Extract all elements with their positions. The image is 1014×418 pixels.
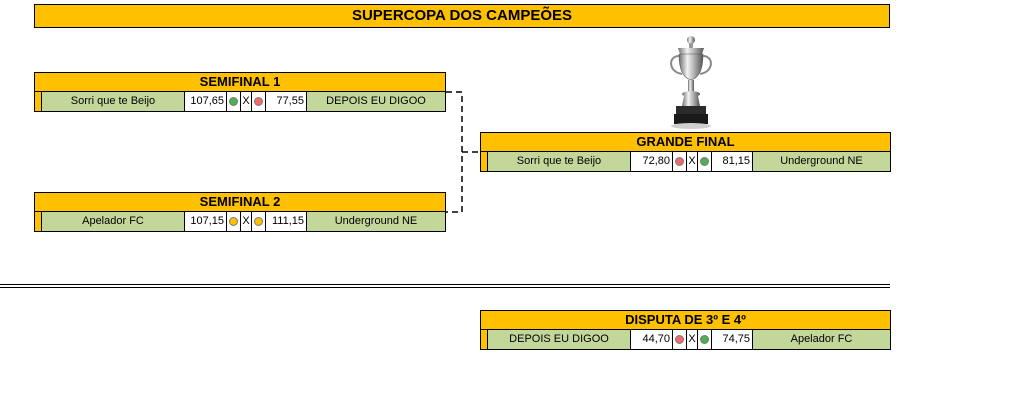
semifinal-1-home-score: 107,65 [185,92,227,111]
semifinal-1-away-status [252,92,265,111]
final-card: GRANDE FINAL Sorri que te Beijo 72,80 X … [480,132,891,172]
win-indicator-icon [700,335,709,344]
win-indicator-icon [700,157,709,166]
bracket-connector [446,91,482,213]
semifinal-1-away-team[interactable]: DEPOIS EU DIGOO [307,92,445,111]
final-home-score: 72,80 [631,152,673,171]
semifinal-2-away-team[interactable]: Underground NE [307,212,445,231]
third-place-versus: X [686,330,698,349]
semifinal-2-header: SEMIFINAL 2 [34,192,446,212]
third-place-away-score: 74,75 [711,330,753,349]
row-marker [35,212,42,231]
final-home-status [673,152,686,171]
draw-indicator-icon [254,217,263,226]
lose-indicator-icon [675,157,684,166]
semifinal-2-row: Apelador FC 107,15 X 111,15 Underground … [34,212,446,232]
semifinal-2-away-score: 111,15 [265,212,307,231]
section-divider-top [0,284,890,285]
third-place-away-team[interactable]: Apelador FC [753,330,890,349]
semifinal-2-home-score: 107,15 [185,212,227,231]
third-place-away-status [698,330,711,349]
draw-indicator-icon [229,217,238,226]
third-place-header: DISPUTA DE 3º E 4º [480,310,891,330]
semifinal-1-away-score: 77,55 [265,92,307,111]
final-away-score: 81,15 [711,152,753,171]
semifinal-2-home-team[interactable]: Apelador FC [42,212,185,231]
semifinal-2-away-status [252,212,265,231]
semifinal-1-home-status [227,92,240,111]
semifinal-2-versus: X [240,212,252,231]
final-away-team[interactable]: Underground NE [753,152,890,171]
semifinal-1-header: SEMIFINAL 1 [34,72,446,92]
final-row: Sorri que te Beijo 72,80 X 81,15 Undergr… [480,152,891,172]
third-place-card: DISPUTA DE 3º E 4º DEPOIS EU DIGOO 44,70… [480,310,891,350]
row-marker [35,92,42,111]
third-place-home-score: 44,70 [631,330,673,349]
lose-indicator-icon [675,335,684,344]
trophy-icon [670,36,712,129]
section-divider-bottom [0,287,890,288]
page-title: SUPERCOPA DOS CAMPEÕES [34,4,890,28]
row-marker [481,330,488,349]
final-header: GRANDE FINAL [480,132,891,152]
row-marker [481,152,488,171]
lose-indicator-icon [254,97,263,106]
final-home-team[interactable]: Sorri que te Beijo [488,152,631,171]
semifinal-1-versus: X [240,92,252,111]
final-away-status [698,152,711,171]
third-place-home-status [673,330,686,349]
third-place-home-team[interactable]: DEPOIS EU DIGOO [488,330,631,349]
semifinal-1-home-team[interactable]: Sorri que te Beijo [42,92,185,111]
semifinal-1-card: SEMIFINAL 1 Sorri que te Beijo 107,65 X … [34,72,446,112]
semifinal-2-card: SEMIFINAL 2 Apelador FC 107,15 X 111,15 … [34,192,446,232]
semifinal-1-row: Sorri que te Beijo 107,65 X 77,55 DEPOIS… [34,92,446,112]
win-indicator-icon [229,97,238,106]
semifinal-2-home-status [227,212,240,231]
third-place-row: DEPOIS EU DIGOO 44,70 X 74,75 Apelador F… [480,330,891,350]
final-versus: X [686,152,698,171]
